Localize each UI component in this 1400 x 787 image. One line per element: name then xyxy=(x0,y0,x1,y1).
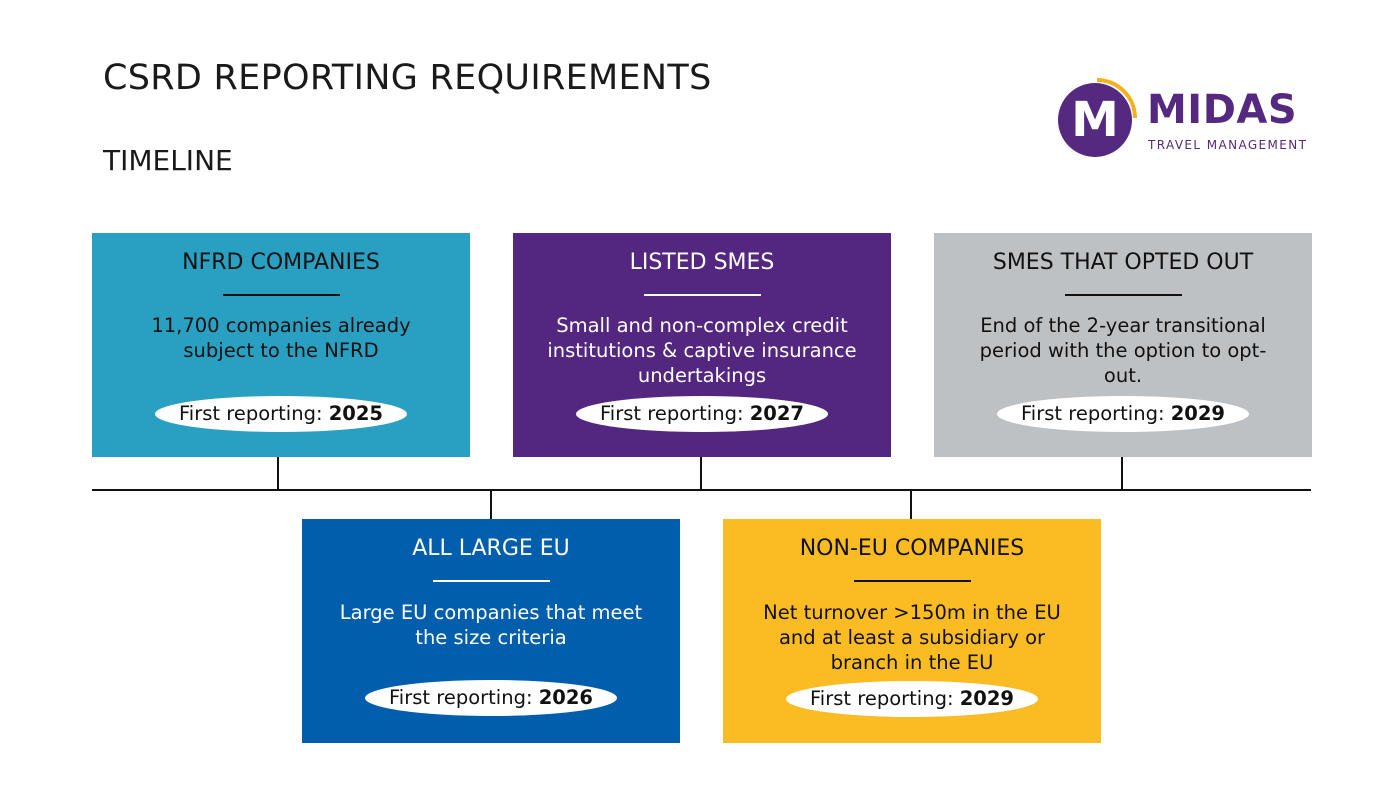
midas-logo-icon: M xyxy=(1058,78,1137,157)
timeline-connector xyxy=(277,456,279,490)
badge-year: 2029 xyxy=(1170,402,1225,425)
logo-letter: M xyxy=(1071,92,1119,148)
card-divider xyxy=(644,294,761,296)
card-divider xyxy=(433,580,550,582)
page-title: CSRD REPORTING REQUIREMENTS xyxy=(103,58,712,98)
midas-logo: M MIDAS TRAVEL MANAGEMENT xyxy=(1055,76,1308,160)
badge-label: First reporting: xyxy=(810,687,960,710)
first-reporting-badge: First reporting: 2026 xyxy=(365,680,617,716)
timeline-card-non-eu-companies: NON-EU COMPANIES Net turnover >150m in t… xyxy=(723,519,1101,743)
card-divider xyxy=(854,580,971,582)
timeline-connector xyxy=(910,490,912,520)
timeline-card-smes-opted-out: SMES THAT OPTED OUT End of the 2-year tr… xyxy=(934,233,1312,457)
card-title: NFRD COMPANIES xyxy=(182,250,380,275)
logo-tagline: TRAVEL MANAGEMENT xyxy=(1148,138,1308,152)
badge-label: First reporting: xyxy=(1021,402,1171,425)
badge-label: First reporting: xyxy=(179,402,329,425)
card-title: NON-EU COMPANIES xyxy=(799,536,1025,561)
card-title: SMES THAT OPTED OUT xyxy=(992,250,1254,275)
first-reporting-badge: First reporting: 2025 xyxy=(155,396,407,432)
card-description: Net turnover >150m in the EU and at leas… xyxy=(763,601,1061,674)
timeline-card-all-large-eu: ALL LARGE EU Large EU companies that mee… xyxy=(302,519,680,743)
page-subtitle: TIMELINE xyxy=(103,144,233,177)
timeline-card-listed-smes: LISTED SMES Small and non-complex credit… xyxy=(513,233,891,457)
card-divider xyxy=(223,294,340,296)
badge-year: 2026 xyxy=(538,686,593,709)
badge-year: 2027 xyxy=(749,402,804,425)
card-description: End of the 2-year transitional period wi… xyxy=(979,314,1267,387)
timeline-connector xyxy=(700,456,702,490)
card-description: Small and non-complex credit institution… xyxy=(547,314,857,387)
card-description: Large EU companies that meet the size cr… xyxy=(339,601,643,649)
card-title: LISTED SMES xyxy=(629,250,775,275)
timeline-axis xyxy=(92,489,1311,491)
timeline-connector xyxy=(1121,456,1123,490)
card-divider xyxy=(1065,294,1182,296)
badge-label: First reporting: xyxy=(389,686,539,709)
badge-label: First reporting: xyxy=(600,402,750,425)
card-description: 11,700 companies already subject to the … xyxy=(151,314,411,362)
first-reporting-badge: First reporting: 2029 xyxy=(997,396,1249,432)
first-reporting-badge: First reporting: 2029 xyxy=(786,681,1038,717)
card-title: ALL LARGE EU xyxy=(412,536,570,561)
logo-wordmark: MIDAS xyxy=(1147,87,1298,133)
badge-year: 2025 xyxy=(328,402,383,425)
timeline-connector xyxy=(490,490,492,520)
first-reporting-badge: First reporting: 2027 xyxy=(576,396,828,432)
timeline-card-nfrd: NFRD COMPANIES 11,700 companies already … xyxy=(92,233,470,457)
badge-year: 2029 xyxy=(959,687,1014,710)
